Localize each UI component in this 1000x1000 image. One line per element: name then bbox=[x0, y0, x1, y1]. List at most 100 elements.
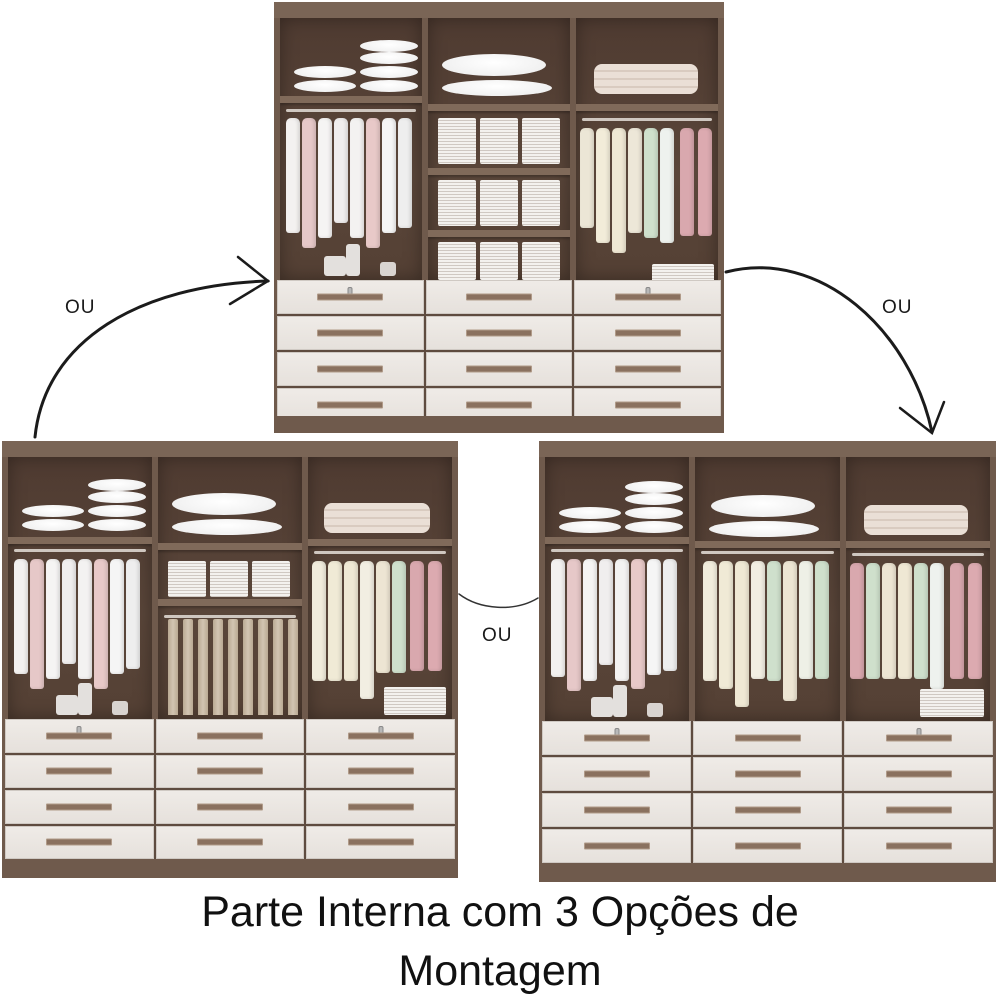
drawer[interactable] bbox=[693, 793, 842, 827]
shirt-icon bbox=[967, 563, 982, 679]
handle-icon bbox=[885, 770, 952, 778]
handle-icon bbox=[347, 732, 414, 740]
shirt-icon bbox=[94, 559, 108, 689]
drawer[interactable] bbox=[155, 754, 305, 788]
pillow-icon bbox=[625, 493, 683, 505]
accessory-icon bbox=[380, 262, 396, 276]
shelf bbox=[308, 539, 452, 546]
drawer[interactable] bbox=[306, 790, 455, 824]
folded-stack bbox=[522, 118, 560, 164]
folded-stack bbox=[480, 180, 518, 226]
drawer[interactable] bbox=[306, 719, 455, 753]
shirt-icon bbox=[680, 128, 694, 236]
drawer[interactable] bbox=[425, 280, 573, 314]
handle-icon bbox=[46, 732, 113, 740]
handle-icon bbox=[347, 803, 414, 811]
shelf bbox=[576, 104, 718, 111]
pillow-icon bbox=[711, 495, 816, 517]
shirt-icon bbox=[344, 561, 358, 681]
drawer[interactable] bbox=[277, 352, 424, 386]
hanging-rod bbox=[551, 549, 684, 552]
drawer[interactable] bbox=[844, 829, 993, 863]
folded-towels bbox=[919, 689, 984, 717]
pants-rack bbox=[164, 615, 296, 618]
drawer[interactable] bbox=[844, 793, 993, 827]
handle-icon bbox=[734, 770, 801, 778]
drawer[interactable] bbox=[5, 719, 154, 753]
bay-left bbox=[545, 457, 690, 721]
shirt-icon bbox=[698, 128, 712, 236]
shirt-icon bbox=[580, 128, 594, 228]
handle-icon bbox=[583, 806, 650, 814]
accessory-icon bbox=[324, 256, 346, 276]
handle-icon bbox=[583, 770, 650, 778]
pillow-icon bbox=[559, 507, 621, 519]
drawer[interactable] bbox=[425, 352, 573, 386]
drawer[interactable] bbox=[277, 280, 424, 314]
wardrobe-base bbox=[2, 859, 458, 878]
accessory-icon bbox=[613, 685, 627, 717]
pillow-icon bbox=[442, 80, 552, 96]
drawer[interactable] bbox=[277, 316, 424, 350]
shirt-icon bbox=[647, 559, 661, 675]
handle-icon bbox=[885, 734, 952, 742]
shirt-icon bbox=[644, 128, 658, 238]
shelf bbox=[845, 541, 990, 548]
pillow-icon bbox=[360, 52, 418, 64]
drawer[interactable] bbox=[155, 719, 305, 753]
pillow-icon bbox=[559, 521, 621, 533]
handle-icon bbox=[885, 842, 952, 850]
drawer[interactable] bbox=[306, 825, 455, 859]
pants-icon bbox=[168, 619, 178, 715]
drawer[interactable] bbox=[693, 721, 842, 755]
drawer[interactable] bbox=[5, 754, 154, 788]
drawer[interactable] bbox=[425, 316, 573, 350]
ou-label-right: OU bbox=[882, 297, 913, 318]
drawer[interactable] bbox=[155, 825, 305, 859]
shirt-icon bbox=[799, 561, 814, 679]
shirt-icon bbox=[78, 559, 92, 679]
folded-stack bbox=[522, 242, 560, 280]
pants-icon bbox=[273, 619, 283, 715]
shirt-icon bbox=[350, 118, 364, 238]
pillow-icon bbox=[88, 479, 146, 491]
drawer[interactable] bbox=[542, 757, 691, 791]
drawer[interactable] bbox=[574, 352, 721, 386]
shelf bbox=[428, 230, 570, 237]
handle-icon bbox=[196, 803, 263, 811]
shelf bbox=[545, 537, 690, 544]
shirt-icon bbox=[660, 128, 674, 243]
handle-icon bbox=[196, 838, 263, 846]
drawer[interactable] bbox=[5, 790, 154, 824]
drawer[interactable] bbox=[155, 790, 305, 824]
drawer[interactable] bbox=[693, 829, 842, 863]
drawer[interactable] bbox=[693, 757, 842, 791]
shirt-icon bbox=[881, 563, 896, 679]
ou-label-middle: OU bbox=[482, 625, 513, 646]
drawer[interactable] bbox=[574, 280, 721, 314]
shirt-icon bbox=[612, 128, 626, 253]
drawer[interactable] bbox=[5, 825, 154, 859]
drawer[interactable] bbox=[844, 721, 993, 755]
shirt-icon bbox=[628, 128, 642, 233]
pillow-icon bbox=[625, 481, 683, 493]
drawer[interactable] bbox=[542, 793, 691, 827]
drawer[interactable] bbox=[542, 721, 691, 755]
shirt-icon bbox=[849, 563, 864, 679]
folded-towels bbox=[652, 264, 714, 280]
shirt-icon bbox=[551, 559, 565, 677]
drawer[interactable] bbox=[844, 757, 993, 791]
shirt-icon bbox=[62, 559, 76, 664]
drawer[interactable] bbox=[574, 316, 721, 350]
drawer[interactable] bbox=[306, 754, 455, 788]
pillow-icon bbox=[88, 505, 146, 517]
pillow-icon bbox=[294, 80, 356, 92]
shirt-icon bbox=[328, 561, 342, 681]
handle-icon bbox=[317, 401, 384, 409]
handle-icon bbox=[583, 842, 650, 850]
shirt-icon bbox=[312, 561, 326, 681]
caption-line-2: Montagem bbox=[398, 947, 602, 995]
drawer[interactable] bbox=[542, 829, 691, 863]
handle-icon bbox=[614, 293, 681, 301]
shirt-icon bbox=[703, 561, 718, 681]
